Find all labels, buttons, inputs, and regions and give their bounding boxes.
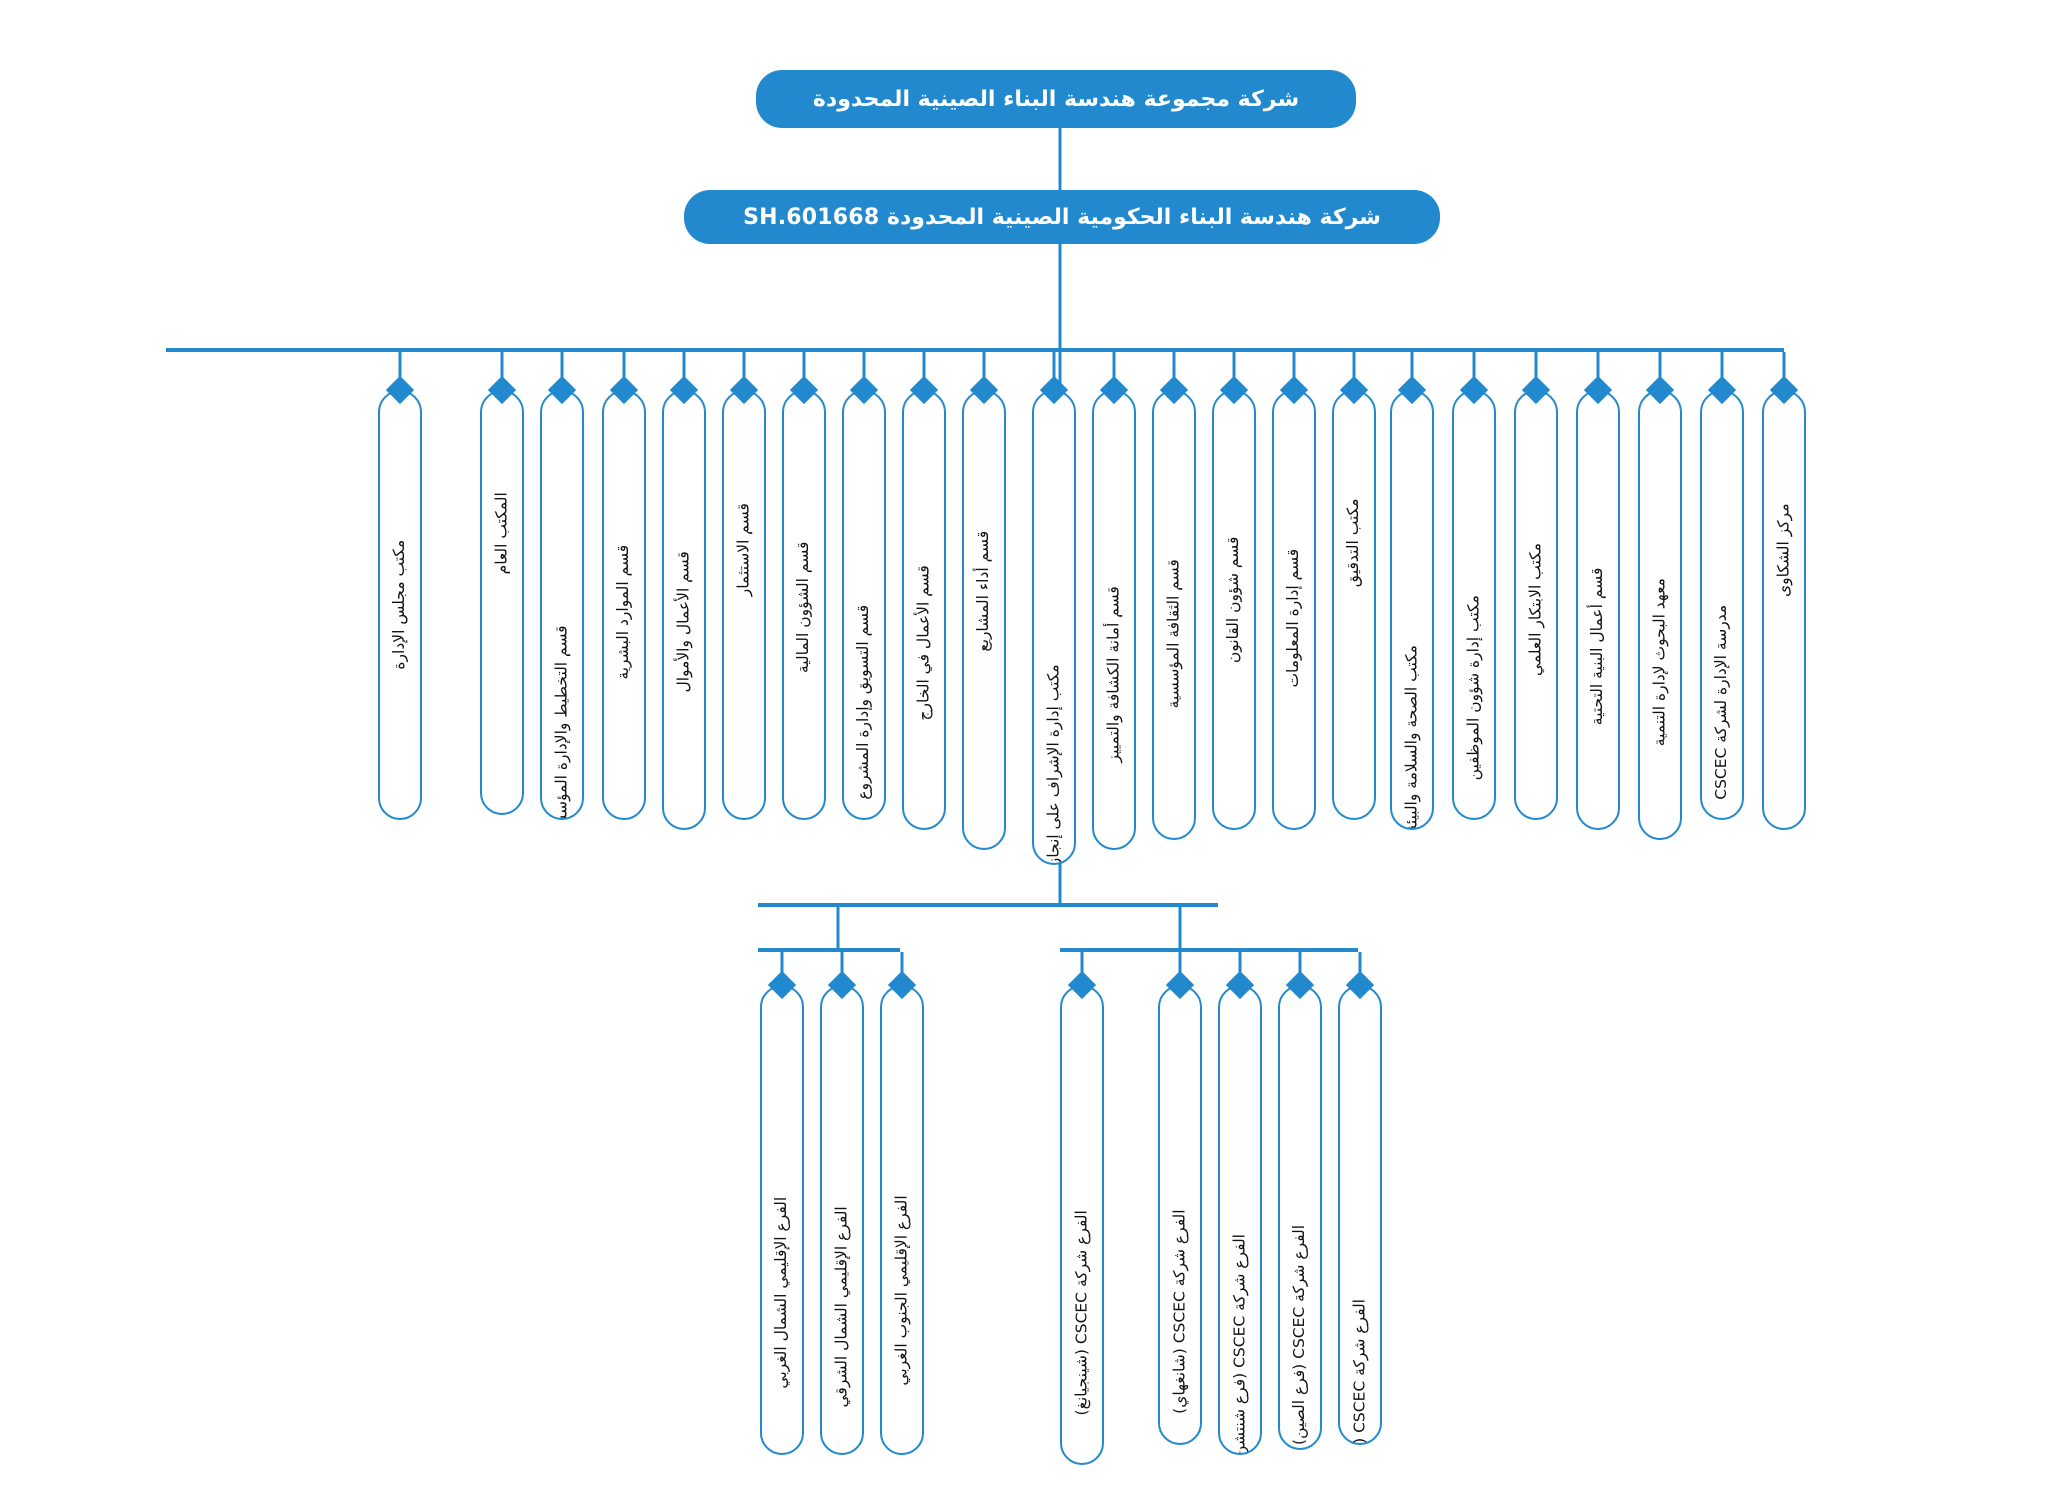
department-box-label: مكتب الابتكار العلمي: [1526, 543, 1545, 677]
department-box-20[interactable]: قسم التخطيط والإدارة المؤسسية: [540, 390, 584, 820]
cscec-branch-box-1[interactable]: الفرع شركة CSCEC (فرع الصين): [1278, 985, 1322, 1450]
department-box-10[interactable]: قسم الثقافة المؤسسية: [1152, 390, 1196, 840]
department-box-16[interactable]: قسم الشؤون المالية: [782, 390, 826, 820]
department-box-label: قسم شؤون القانون: [1224, 536, 1243, 664]
regional-branch-box-label: الفرع الإقليمي الشمال الشرقي: [832, 1206, 851, 1408]
department-box-label: قسم إدارة المعلومات: [1284, 548, 1303, 688]
department-box-17[interactable]: قسم الاستثمار: [722, 390, 766, 820]
department-box-6[interactable]: مكتب الصحة والسلامة والبيئة المهنية: [1390, 390, 1434, 830]
department-box-9[interactable]: قسم شؤون القانون: [1212, 390, 1256, 830]
sub-company-box[interactable]: شركة هندسة البناء الحكومية الصينية المحد…: [684, 190, 1440, 244]
cscec-branch-box-2[interactable]: الفرع شركة CSCEC (فرع شنتشن): [1218, 985, 1262, 1455]
regional-branch-box-1[interactable]: الفرع الإقليمي الشمال الشرقي: [820, 985, 864, 1455]
department-box-label: مكتب مجلس الإدارة: [390, 539, 409, 670]
department-box-label: مدرسة الإدارة لشركة CSCEC: [1712, 604, 1731, 800]
department-box-12[interactable]: مكتب إدارة الإشراف على إنجاز السلامة: [1032, 390, 1076, 865]
department-box-label: مركز الشكاوى: [1774, 503, 1793, 597]
cscec-branch-box-3[interactable]: الفرع شركة CSCEC (شانغهاي): [1158, 985, 1202, 1445]
regional-branch-box-label: الفرع الإقليمي الشمال الغربي: [772, 1196, 791, 1389]
department-box-label: قسم الاستثمار: [734, 503, 753, 597]
department-box-label: قسم أداء المشاريع: [974, 530, 993, 652]
department-box-label: مكتب إدارة الإشراف على إنجاز السلامة: [1044, 664, 1063, 865]
department-box-21[interactable]: المكتب العام: [480, 390, 524, 815]
department-box-5[interactable]: مكتب إدارة شؤون الموظفين: [1452, 390, 1496, 820]
department-box-label: مكتب التدقيق: [1344, 498, 1363, 588]
department-box-4[interactable]: مكتب الابتكار العلمي: [1514, 390, 1558, 820]
cscec-branch-box-label: الفرع شركة CSCEC (شانغهاي): [1170, 1209, 1189, 1414]
department-box-15[interactable]: قسم التسويق وإدارة المشروع: [842, 390, 886, 820]
department-box-label: قسم أعمال البنية التحتية: [1588, 567, 1607, 726]
root-company-label: شركة مجموعة هندسة البناء الصينية المحدود…: [812, 86, 1300, 112]
department-box-label: قسم الثقافة المؤسسية: [1164, 559, 1183, 709]
sub-company-label: شركة هندسة البناء الحكومية الصينية المحد…: [743, 204, 1381, 230]
root-company-box[interactable]: شركة مجموعة هندسة البناء الصينية المحدود…: [756, 70, 1356, 128]
regional-branch-box-2[interactable]: الفرع الإقليمي الشمال الغربي: [760, 985, 804, 1455]
department-box-label: قسم الأعمال في الخارج: [914, 565, 933, 721]
department-box-7[interactable]: مكتب التدقيق: [1332, 390, 1376, 820]
department-box-label: قسم الأعمال والأموال: [674, 551, 693, 693]
department-box-13[interactable]: قسم أداء المشاريع: [962, 390, 1006, 850]
cscec-branch-box-label: الفرع شركة CSCEC (شينجيانغ): [1072, 1210, 1091, 1416]
department-box-label: قسم أمانة الكشافة والتمييز: [1104, 586, 1123, 763]
department-box-19[interactable]: قسم الموارد البشرية: [602, 390, 646, 820]
department-box-label: قسم التخطيط والإدارة المؤسسية: [552, 625, 571, 820]
cscec-branch-box-label: الفرع شركة CSCEC (فرع شنتشن): [1230, 1234, 1249, 1455]
department-box-label: قسم الشؤون المالية: [794, 541, 813, 674]
regional-branch-box-label: الفرع الإقليمي الجنوب الغربي: [892, 1195, 911, 1386]
department-box-label: معهد البحوث لإدارة التنمية: [1650, 578, 1669, 747]
cscec-branch-box-label: الفرع شركة CSCEC (مدينة شينغيانغ الجديدة…: [1350, 1299, 1369, 1443]
department-box-14[interactable]: قسم الأعمال في الخارج: [902, 390, 946, 830]
department-box-label: قسم الموارد البشرية: [614, 544, 633, 680]
department-box-2[interactable]: معهد البحوث لإدارة التنمية: [1638, 390, 1682, 840]
department-box-label: مكتب إدارة شؤون الموظفين: [1464, 595, 1483, 781]
department-box-18[interactable]: قسم الأعمال والأموال: [662, 390, 706, 830]
department-box-11[interactable]: قسم أمانة الكشافة والتمييز: [1092, 390, 1136, 850]
department-box-22[interactable]: مكتب مجلس الإدارة: [378, 390, 422, 820]
cscec-branch-box-label: الفرع شركة CSCEC (فرع الصين): [1290, 1224, 1309, 1445]
cscec-branch-box-4[interactable]: الفرع شركة CSCEC (شينجيانغ): [1060, 985, 1104, 1465]
department-box-label: مكتب الصحة والسلامة والبيئة المهنية: [1402, 645, 1421, 830]
department-box-8[interactable]: قسم إدارة المعلومات: [1272, 390, 1316, 830]
department-box-label: قسم التسويق وإدارة المشروع: [854, 604, 873, 800]
regional-branch-box-0[interactable]: الفرع الإقليمي الجنوب الغربي: [880, 985, 924, 1455]
cscec-branch-box-0[interactable]: الفرع شركة CSCEC (مدينة شينغيانغ الجديدة…: [1338, 985, 1382, 1445]
department-box-label: المكتب العام: [492, 492, 511, 575]
department-box-3[interactable]: قسم أعمال البنية التحتية: [1576, 390, 1620, 830]
department-box-0[interactable]: مركز الشكاوى: [1762, 390, 1806, 830]
department-box-1[interactable]: مدرسة الإدارة لشركة CSCEC: [1700, 390, 1744, 820]
